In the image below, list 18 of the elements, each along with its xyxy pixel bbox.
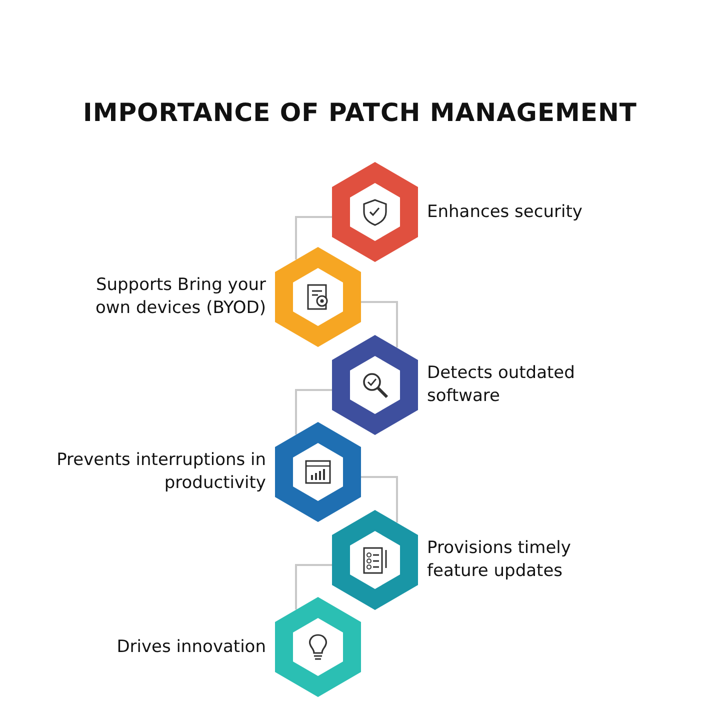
node-caption: Drives innovation xyxy=(116,636,266,658)
hexagon-badge xyxy=(275,597,361,697)
connector-line xyxy=(361,476,398,522)
hexagon-badge xyxy=(332,162,418,262)
node-caption: Enhances security xyxy=(427,200,584,224)
node-caption: Supports Bring your own devices (BYOD) xyxy=(94,274,266,320)
node-caption: Prevents interruptions in productivity xyxy=(56,449,266,495)
connector-line xyxy=(361,301,398,348)
hexagon-badge xyxy=(275,422,361,522)
diagram-title: IMPORTANCE OF PATCH MANAGEMENT xyxy=(82,98,638,127)
hexagon-badge xyxy=(332,335,418,435)
hexagon-badge xyxy=(332,510,418,610)
node-caption: Detects outdated software xyxy=(427,362,576,408)
connector-line xyxy=(295,564,332,610)
node-caption: Provisions timely feature updates xyxy=(427,537,572,583)
connector-line xyxy=(295,216,332,260)
connector-line xyxy=(295,389,332,434)
hexagon-badge xyxy=(275,247,361,347)
